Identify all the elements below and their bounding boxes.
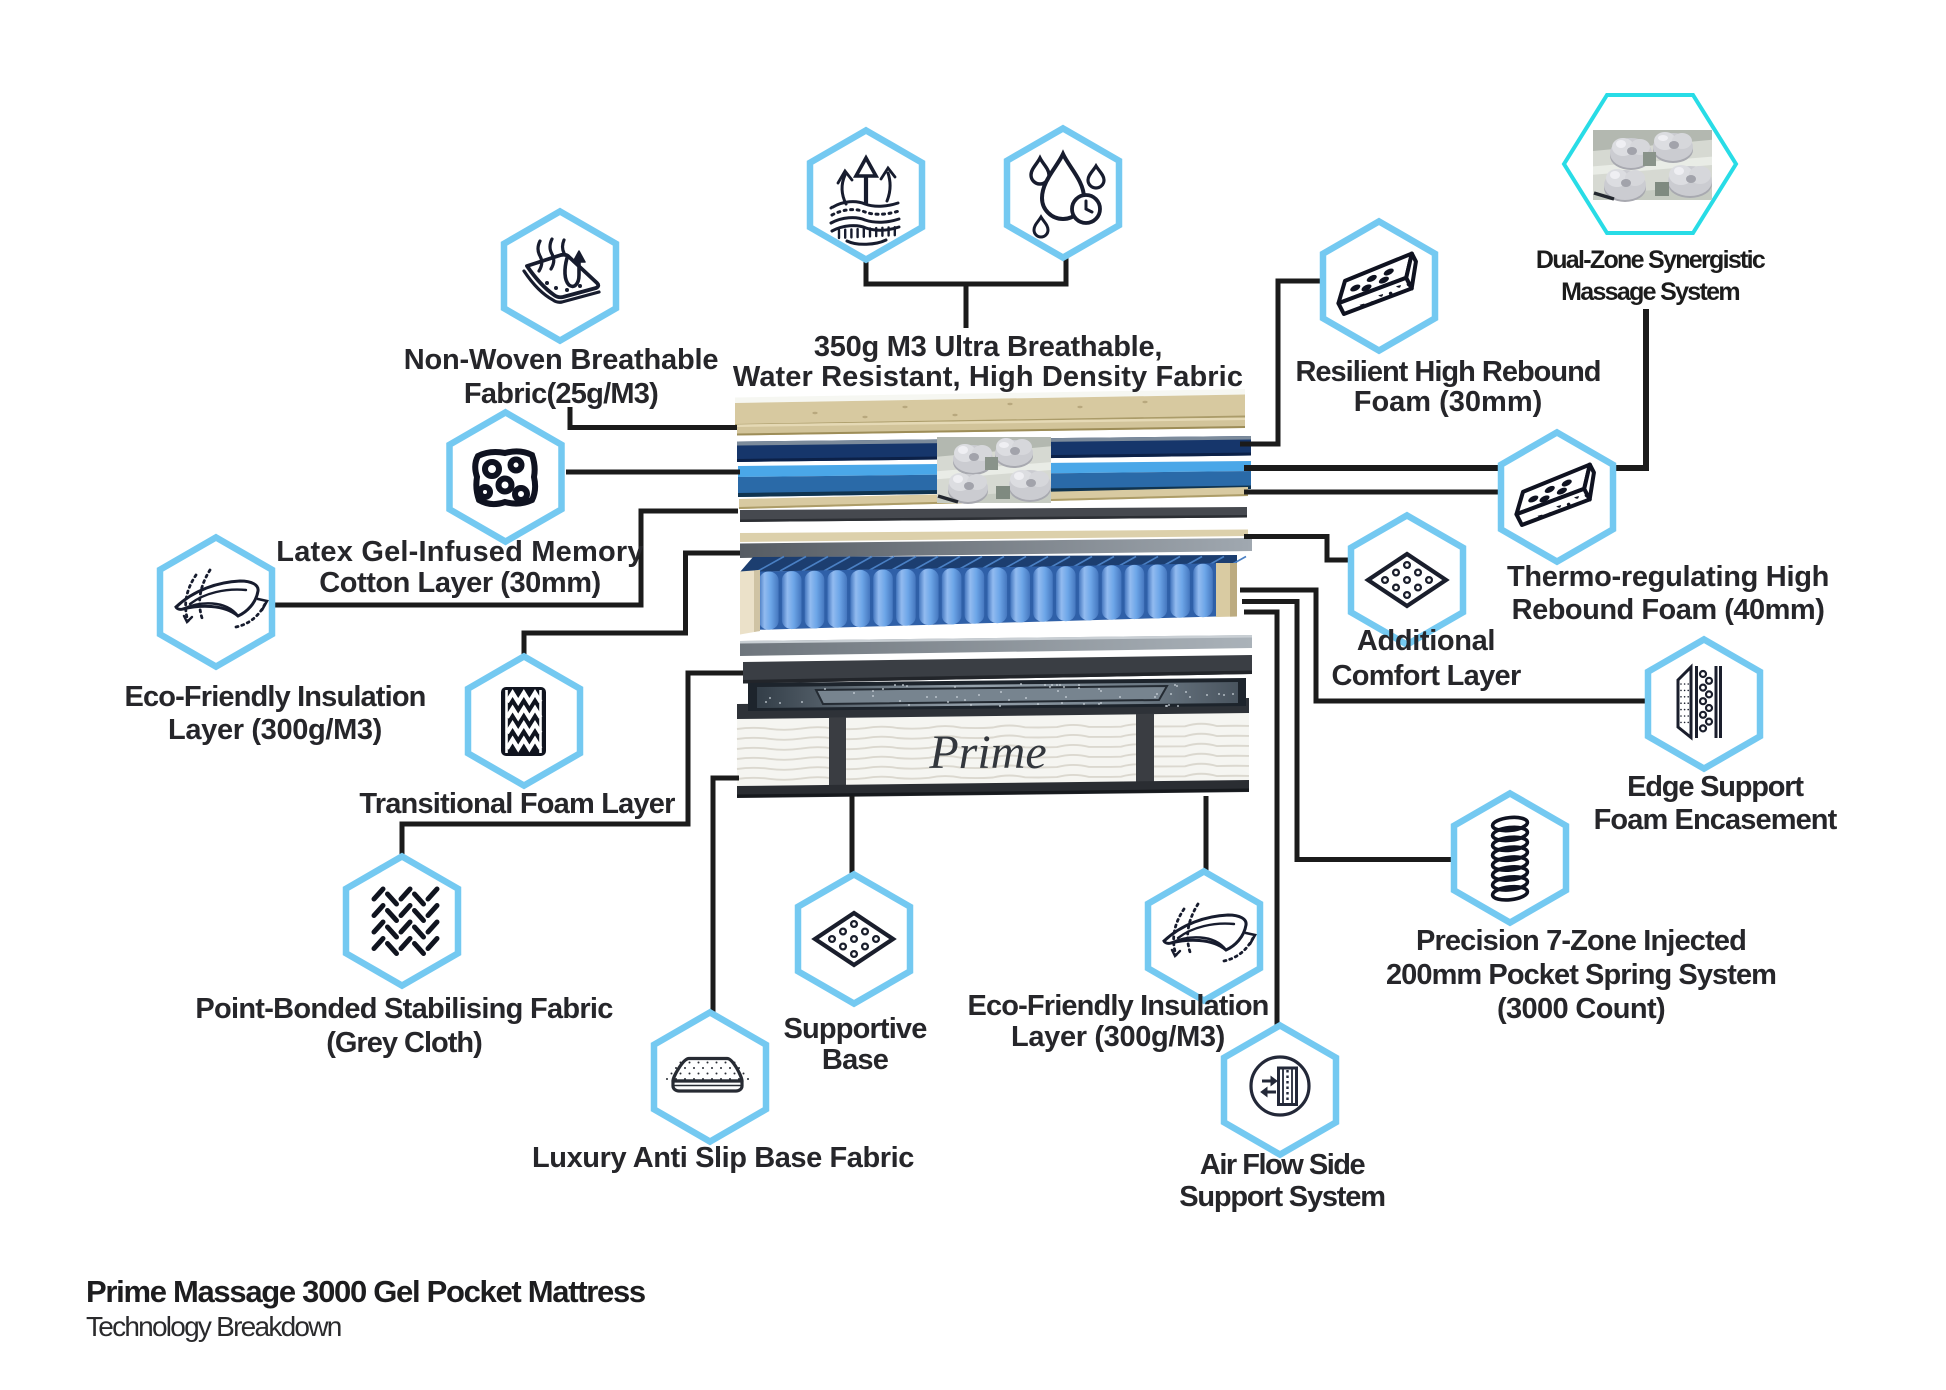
- svg-text:Prime: Prime: [928, 726, 1046, 779]
